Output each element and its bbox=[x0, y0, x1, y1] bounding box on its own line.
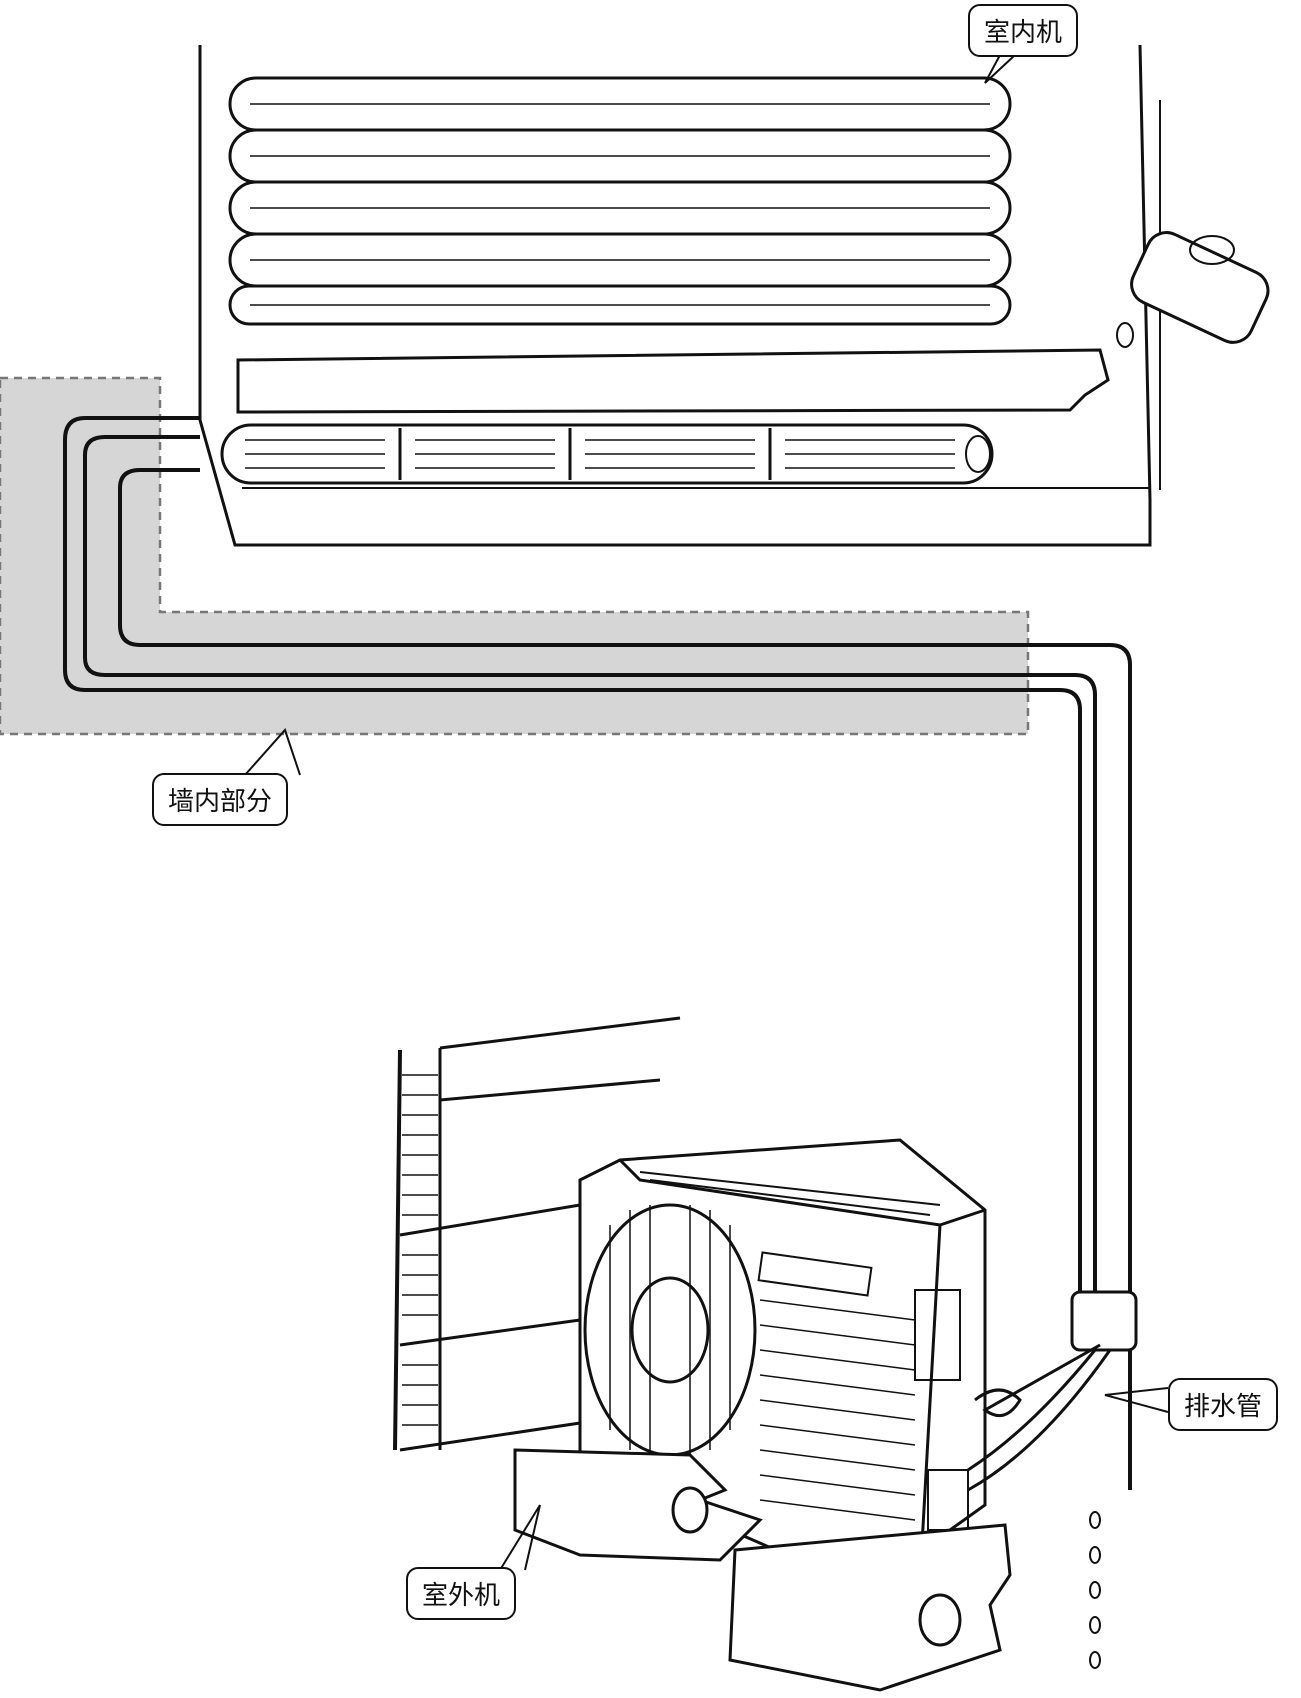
water-cup bbox=[1116, 231, 1270, 348]
exterior-wall bbox=[393, 1016, 681, 1452]
cross-flow-fan bbox=[220, 423, 994, 485]
pipe-clamp bbox=[1070, 1290, 1138, 1352]
leader-outdoor-unit bbox=[499, 1504, 541, 1571]
pipe-middle bbox=[83, 435, 1097, 1345]
drain-drops bbox=[1089, 1511, 1101, 1669]
wall-section bbox=[0, 376, 1030, 736]
indoor-unit-casing bbox=[198, 44, 1152, 547]
label-wall-section: 墙内部分 bbox=[152, 773, 289, 826]
mounting-blocks bbox=[513, 1448, 1012, 1692]
pipe-upper bbox=[63, 416, 1082, 1345]
drain-tray bbox=[236, 348, 1110, 414]
mounting-block-left bbox=[513, 1448, 763, 1562]
label-indoor-unit: 室内机 bbox=[968, 4, 1079, 57]
label-drain-pipe: 排水管 bbox=[1168, 1378, 1279, 1431]
callout-leaders bbox=[244, 54, 1169, 1571]
label-outdoor-unit: 室外机 bbox=[406, 1567, 517, 1620]
outdoor-unit-side-panel bbox=[914, 1289, 961, 1381]
leader-indoor-unit bbox=[984, 54, 1016, 84]
leader-wall-section bbox=[244, 728, 301, 776]
pipe-lower bbox=[118, 468, 1132, 1490]
leader-drain-pipe bbox=[1104, 1387, 1169, 1413]
indoor-unit bbox=[198, 44, 1270, 547]
evaporator-coil bbox=[228, 76, 1012, 326]
refrigerant-pipes bbox=[63, 416, 1132, 1490]
mounting-block-right bbox=[728, 1523, 1012, 1692]
